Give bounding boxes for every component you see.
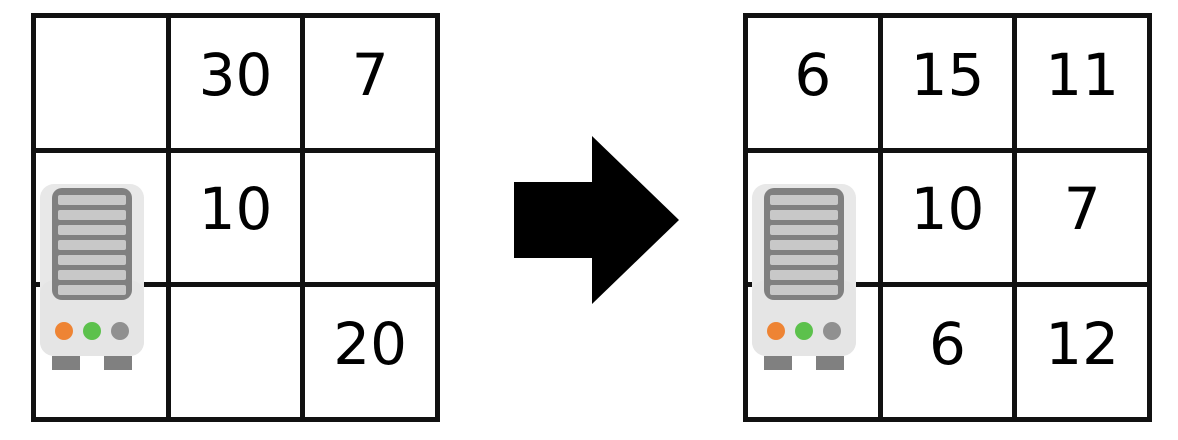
grid-cell[interactable] <box>170 287 301 417</box>
cell-value: 6 <box>929 310 966 379</box>
grid-cell[interactable]: 15 <box>882 18 1013 148</box>
grid-cell[interactable]: 11 <box>1017 18 1147 148</box>
cell-value: 6 <box>794 40 832 109</box>
arrow-right-icon <box>514 136 679 304</box>
cell-value: 7 <box>1063 175 1101 244</box>
robot-icon[interactable] <box>750 184 858 374</box>
grid-cell[interactable]: 12 <box>1017 287 1147 417</box>
grid-cell[interactable]: 10 <box>170 152 301 283</box>
grid-cell[interactable] <box>36 18 166 148</box>
grid-cell[interactable]: 6 <box>748 18 878 148</box>
before-grid: 30 7 10 20 <box>31 13 440 422</box>
cell-value: 10 <box>910 175 985 244</box>
grid-cell[interactable] <box>305 152 435 283</box>
grid-cell[interactable]: 7 <box>1017 152 1147 283</box>
cell-value: 10 <box>198 175 273 244</box>
robot-icon[interactable] <box>38 184 146 374</box>
grid-cell[interactable]: 20 <box>305 287 435 417</box>
grid-cell[interactable]: 10 <box>882 152 1013 283</box>
cell-value: 12 <box>1045 310 1120 379</box>
cell-value: 7 <box>351 40 389 109</box>
cell-value: 15 <box>910 40 985 109</box>
cell-value: 11 <box>1045 40 1120 109</box>
grid-cell[interactable]: 30 <box>170 18 301 148</box>
grid-cell[interactable]: 7 <box>305 18 435 148</box>
cell-value: 20 <box>333 310 408 379</box>
grid-cell[interactable]: 6 <box>882 287 1013 417</box>
cell-value: 30 <box>198 40 273 109</box>
